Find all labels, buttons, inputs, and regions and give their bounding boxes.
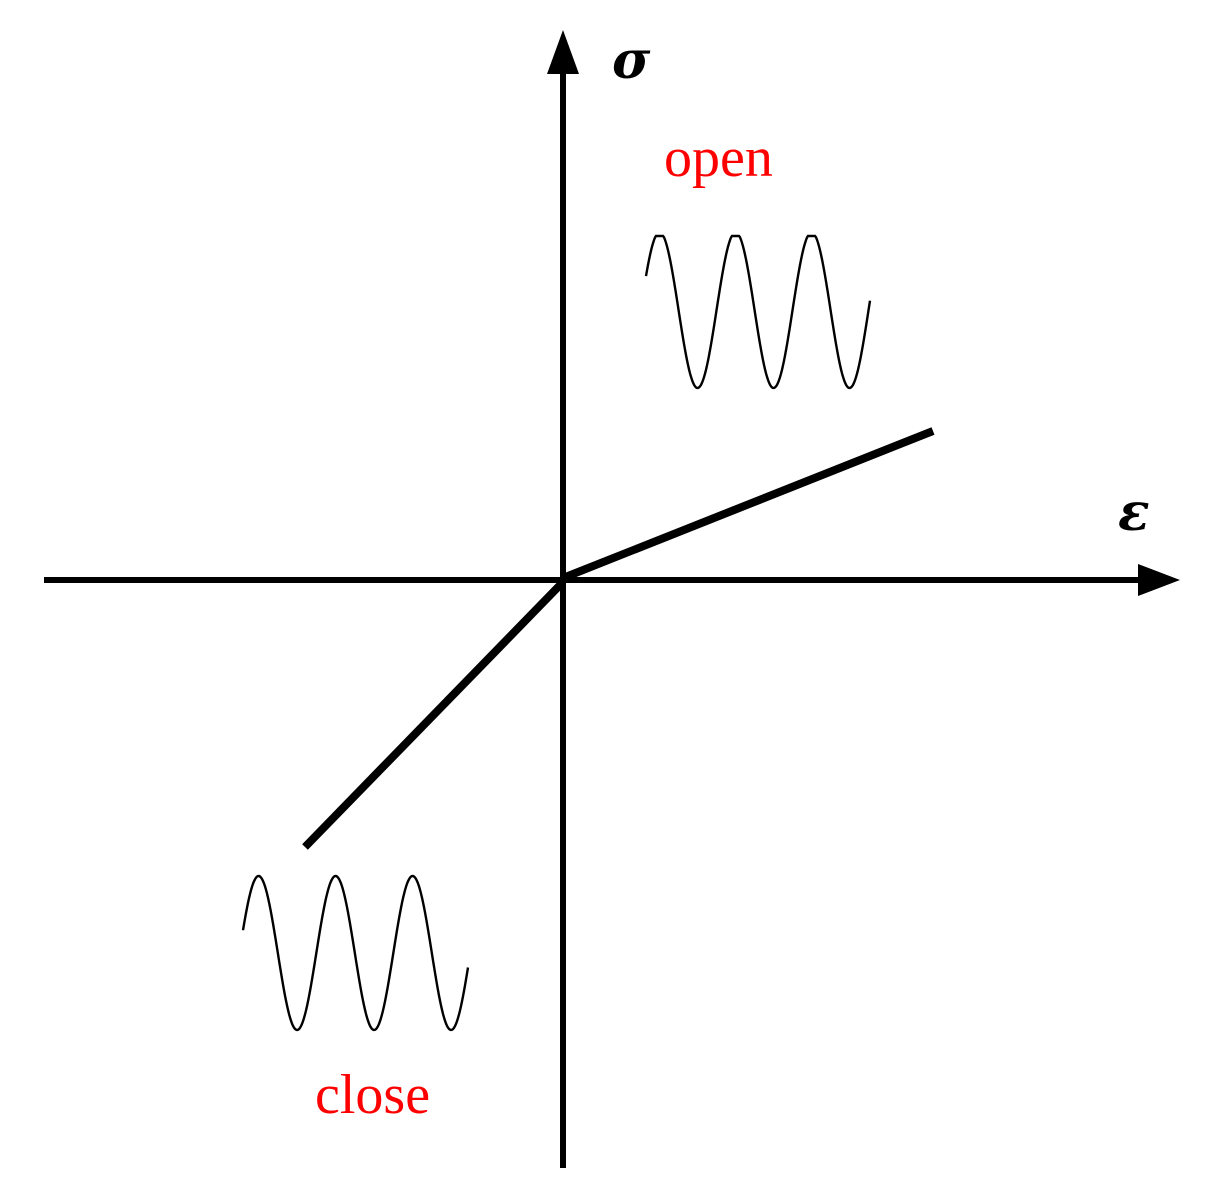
open-clipped-wave-icon	[644, 234, 872, 390]
y-axis-arrowhead	[547, 30, 579, 74]
close-label: close	[315, 1064, 430, 1126]
x-axis-label: ε	[1118, 482, 1150, 543]
tension-branch	[561, 427, 935, 582]
open-label: open	[664, 127, 773, 189]
compression-branch	[302, 579, 566, 850]
x-axis-arrowhead	[1138, 564, 1180, 596]
y-axis-label: σ	[612, 30, 651, 91]
close-sine-wave-icon	[241, 874, 470, 1032]
